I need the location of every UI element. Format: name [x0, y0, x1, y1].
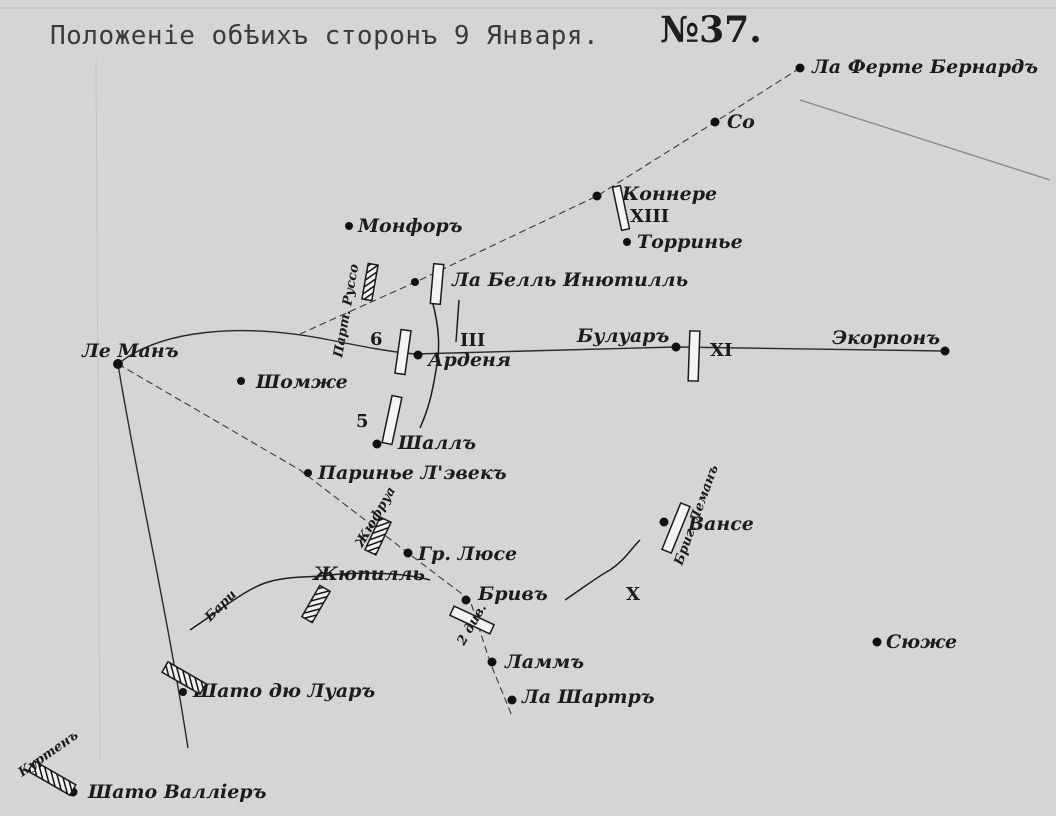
town-dot-chauge — [237, 377, 245, 385]
unit-label: III — [460, 330, 485, 351]
town-dot-brives — [461, 595, 471, 605]
place-label: Ламмъ — [504, 651, 584, 673]
unit-marker-xi — [687, 330, 701, 382]
town-dot-la-ferte-bernard — [795, 63, 805, 73]
town-dot-sugee — [872, 637, 882, 647]
railway-le-mans-la-ferte — [299, 67, 801, 335]
place-label: Ла Белль Инютилль — [451, 269, 688, 291]
place-label: Со — [727, 111, 755, 133]
town-dot-parigne — [304, 469, 312, 477]
unit-marker-jouffroy — [363, 516, 393, 556]
place-label: Торриньe — [637, 231, 743, 253]
unit-label: XIII — [630, 206, 669, 227]
town-dot-le-mans — [113, 359, 123, 369]
unit-marker-belle-inutile — [429, 262, 445, 306]
railway-le-mans-la-chartre — [117, 363, 513, 717]
unit-marker-vance — [661, 501, 691, 555]
sheet-number: №37. — [660, 9, 762, 51]
town-dot-la-belle-inutile — [411, 278, 419, 286]
town-dot-vance — [659, 517, 669, 527]
place-label: Ла Ферте Бернардъ — [811, 56, 1038, 78]
unit-marker-curten — [27, 759, 77, 797]
unit-marker-2-div — [448, 605, 496, 635]
place-label: Булуаръ — [576, 325, 669, 347]
place-label: Шаллъ — [397, 432, 476, 454]
town-dot-ardenay — [413, 350, 423, 360]
town-dot-challes — [372, 439, 382, 449]
unit-label: Бари — [202, 587, 240, 625]
town-dot-torrine — [623, 238, 631, 246]
front-line-x — [564, 539, 641, 601]
german-units: XIII III 6 XI 5 X — [356, 184, 732, 635]
unit-label: XI — [710, 340, 732, 361]
french-units — [27, 262, 393, 797]
town-dot-chateau-du-loir — [179, 688, 187, 696]
place-label: Шато дю Луаръ — [192, 680, 375, 702]
unit-marker-bari — [160, 660, 208, 696]
map-title: Положеніе обѣихъ сторонъ 9 Января. — [50, 21, 599, 51]
unit-marker-xiii — [611, 184, 631, 232]
town-dot-lamme — [487, 657, 497, 667]
road-le-mans-chateau-du-loir — [117, 363, 189, 749]
front-line-arden — [419, 299, 440, 429]
town-dot-bouloire — [671, 342, 681, 352]
place-label: Арденя — [426, 349, 511, 371]
place-label: Экорпонъ — [832, 327, 940, 349]
town-dot-so — [710, 117, 720, 127]
unit-marker-jupilles — [300, 584, 332, 624]
town-dot-connere — [592, 191, 602, 201]
place-label: Паринье Л'эвекъ — [317, 462, 507, 484]
place-labels: Ла Ферте Бернардъ Со Коннере Торриньe Мо… — [81, 56, 1038, 803]
place-label: Гр. Люсе — [417, 543, 517, 565]
front-line-iii — [455, 299, 460, 343]
place-label: Сюже — [886, 631, 957, 653]
unit-marker-rousseau — [361, 262, 379, 302]
place-label: Коннере — [621, 183, 717, 205]
place-label: Шомже — [255, 371, 348, 393]
place-label: Ла Шартръ — [521, 686, 655, 708]
town-dot-ecorpain — [940, 346, 950, 356]
place-label: Вансе — [687, 513, 754, 535]
faint-road-northeast — [799, 99, 1051, 181]
place-label: Шато Валлiеръ — [87, 781, 267, 803]
road-le-mans-ecorpain — [117, 330, 946, 365]
unit-marker-5 — [381, 394, 403, 446]
place-label: Ле Манъ — [81, 340, 179, 362]
place-label: Жюпилль — [311, 563, 425, 585]
place-label: Бривъ — [477, 583, 548, 605]
place-label: Монфоръ — [357, 215, 463, 237]
unit-label: 6 — [370, 329, 383, 350]
unit-label: X — [626, 584, 640, 605]
paper-fold-line — [95, 59, 101, 761]
front-line-bari — [189, 572, 431, 631]
town-dot-grand-luce — [403, 548, 413, 558]
town-dot-montfort — [345, 222, 353, 230]
town-dot-la-chartre — [507, 695, 517, 705]
unit-marker-6 — [394, 328, 412, 376]
unit-label: 5 — [356, 411, 369, 432]
